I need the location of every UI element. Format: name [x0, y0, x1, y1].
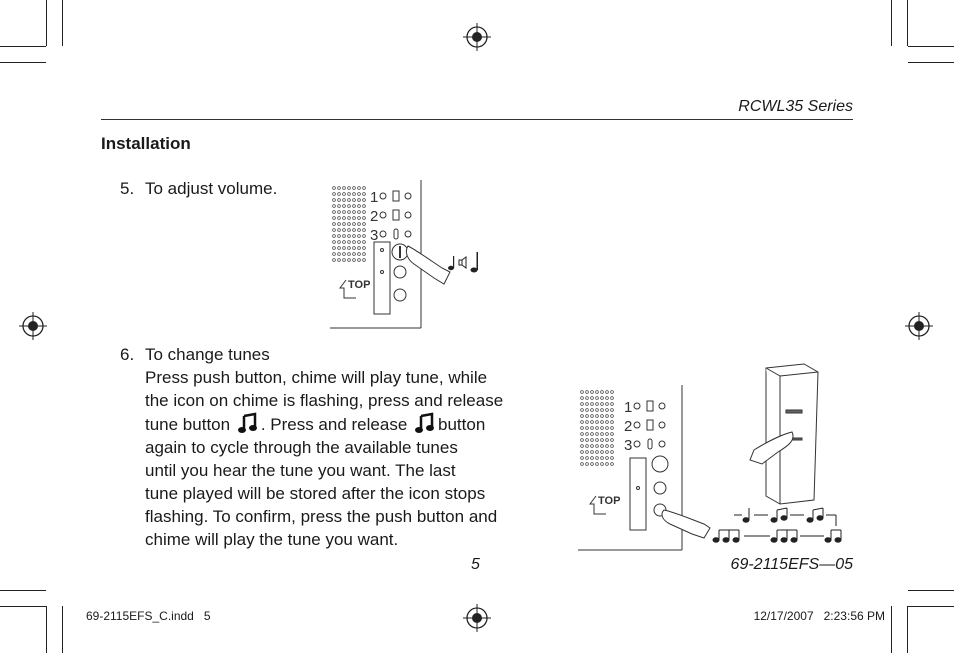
step-title: To change tunes	[145, 345, 270, 364]
music-note-icon	[415, 412, 435, 433]
text-line: Press push button, chime will play tune,…	[145, 368, 488, 387]
crop-mark	[62, 0, 63, 46]
slug-datetime: 12/17/2007 2:23:56 PM	[753, 609, 885, 623]
slug-filename: 69-2115EFS_C.indd 5	[86, 609, 211, 623]
text-line: tune button . Press and release button	[145, 412, 503, 436]
text-segment: tune button	[145, 415, 231, 434]
top-label: TOP	[348, 279, 370, 291]
crop-mark	[908, 46, 954, 47]
hand-pointer-icon	[749, 431, 794, 465]
crop-mark	[907, 0, 908, 46]
text-segment: . Press and release	[260, 415, 408, 434]
step-number: 5.	[120, 179, 135, 198]
digit-2: 2	[370, 208, 378, 225]
crop-mark	[0, 606, 46, 607]
step-text: To change tunes Press push button, chime…	[145, 343, 503, 551]
digit-3: 3	[624, 437, 632, 454]
chime-tune-figure: 1 2 3 TOP	[578, 363, 842, 551]
document-number: 69-2115EFS—05	[730, 556, 853, 573]
page-number: 5	[471, 556, 480, 573]
text-line: tune played will be stored after the ico…	[145, 484, 486, 503]
top-label: TOP	[598, 495, 620, 507]
speaker-grille	[332, 186, 366, 262]
hand-pointer-icon	[405, 245, 451, 285]
speaker-icon	[458, 256, 467, 269]
registration-mark-icon	[19, 312, 47, 340]
crop-mark	[908, 590, 954, 591]
text-line: until you hear the tune you want. The la…	[145, 461, 456, 480]
crop-mark	[0, 62, 46, 63]
crop-mark	[907, 606, 908, 653]
text-line: flashing. To confirm, press the push but…	[145, 507, 498, 526]
crop-mark	[46, 606, 47, 653]
step-number: 6.	[120, 345, 135, 364]
section-title: Installation	[101, 134, 191, 153]
speaker-grille	[580, 390, 614, 466]
music-note-icon	[448, 252, 478, 273]
header-rule	[101, 119, 853, 120]
registration-mark-icon	[905, 312, 933, 340]
crop-mark	[46, 0, 47, 46]
digit-1: 1	[624, 399, 632, 416]
music-note-icon	[712, 507, 842, 543]
crop-mark	[891, 606, 892, 653]
crop-mark	[908, 62, 954, 63]
digit-3: 3	[370, 227, 378, 244]
digit-1: 1	[370, 189, 378, 206]
text-segment: button	[438, 415, 486, 434]
registration-mark-icon	[463, 604, 491, 632]
crop-mark	[908, 606, 954, 607]
chime-volume-figure: 1 2 3 TOP	[330, 180, 478, 329]
registration-mark-icon	[463, 23, 491, 51]
crop-mark	[62, 606, 63, 653]
text-line: chime will play the tune you want.	[145, 530, 399, 549]
step-text: To adjust volume.	[145, 179, 278, 198]
text-line: again to cycle through the available tun…	[145, 438, 458, 457]
text-line: the icon on chime is flashing, press and…	[145, 391, 504, 410]
crop-mark	[0, 46, 46, 47]
music-note-icon	[237, 412, 257, 433]
series-header: RCWL35 Series	[738, 98, 853, 115]
crop-mark	[0, 590, 46, 591]
hand-pointer-icon	[661, 509, 711, 539]
crop-mark	[891, 0, 892, 46]
digit-2: 2	[624, 418, 632, 435]
